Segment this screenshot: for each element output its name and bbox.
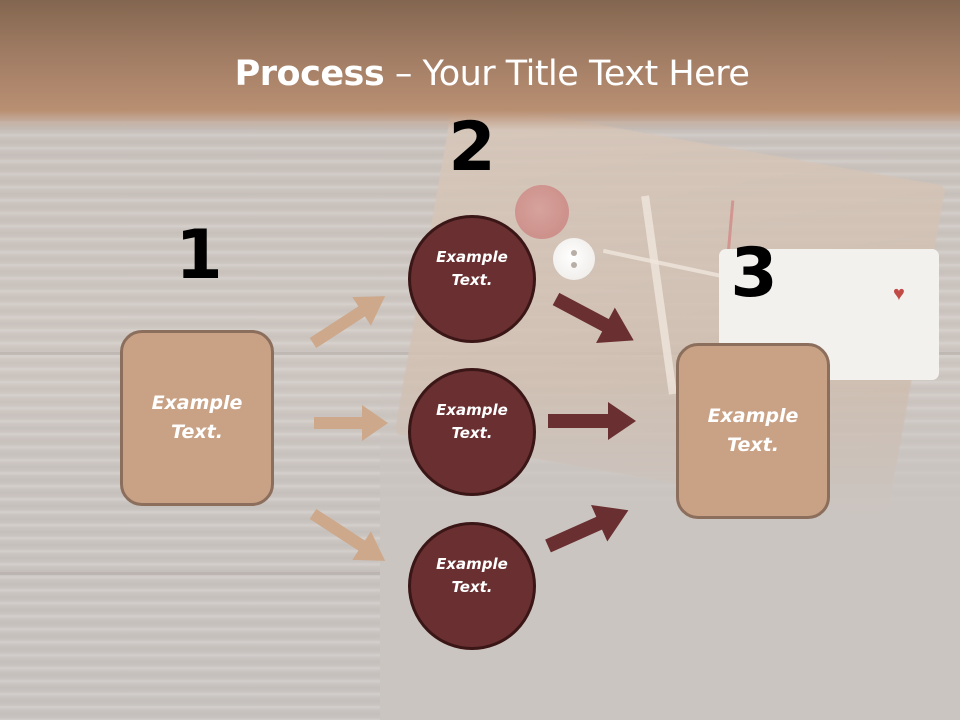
- light-arrows: [309, 296, 388, 561]
- arrow-down-right-icon: [552, 292, 634, 343]
- step-1-box: Example Text.: [120, 330, 274, 506]
- step-2-circle-3: Example Text.: [408, 522, 536, 650]
- title-rest: – Your Title Text Here: [384, 54, 750, 94]
- arrow-down-right-icon: [309, 508, 386, 561]
- red-button-decoration: [515, 185, 569, 239]
- step-3-text: Example Text.: [707, 405, 799, 456]
- step-2-circle-1: Example Text.: [408, 215, 536, 343]
- header-band: [0, 0, 960, 130]
- step-1-text: Example Text.: [151, 392, 243, 443]
- circle-1-text: Example Text.: [436, 248, 508, 289]
- step-number-3: 3: [730, 234, 778, 313]
- step-3-box: Example Text.: [676, 343, 830, 519]
- arrow-up-right-icon: [309, 296, 386, 349]
- slide-title: Process – Your Title Text Here: [0, 52, 960, 96]
- title-bold: Process: [234, 54, 385, 94]
- arrow-right-icon: [548, 402, 636, 440]
- circle-2-text: Example Text.: [436, 401, 508, 442]
- step-number-2: 2: [448, 108, 496, 187]
- arrow-up-right-icon: [545, 504, 629, 553]
- arrow-right-icon: [314, 405, 388, 441]
- dark-arrows: [545, 292, 636, 553]
- circle-3-text: Example Text.: [436, 555, 508, 596]
- heart-icon: ♥: [893, 283, 905, 305]
- step-2-circle-2: Example Text.: [408, 368, 536, 496]
- step-number-1: 1: [175, 216, 223, 295]
- white-button-decoration: [553, 238, 595, 280]
